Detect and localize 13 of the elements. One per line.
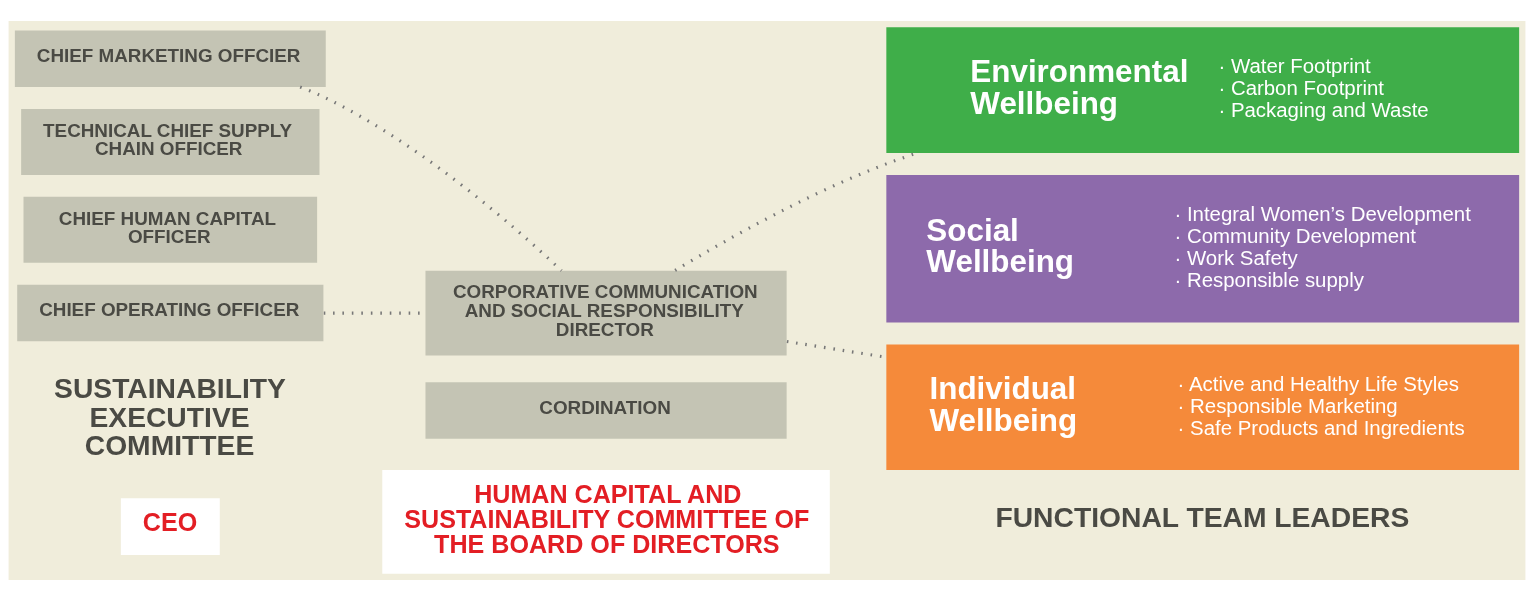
- node-box: HUMAN CAPITAL AND SUSTAINABILITY COMMITTEE OF THE BOARD OF DIRECTORS: [382, 470, 830, 574]
- label: FUNCTIONAL TEAM LEADERS: [995, 501, 1410, 534]
- connector: [299, 85, 563, 272]
- node-box: Social Wellbeing · Integral Women’s Development · Community Development · Work Safety · Responsible supply: [886, 174, 1520, 323]
- node-box: TECHNICAL CHIEF SUPPLY CHAIN OFFICER: [21, 108, 320, 175]
- node-box: Individual Wellbeing · Active and Healthy Life Styles · Responsible Marketing · Safe Products and Ingredients: [886, 344, 1520, 471]
- node-box: CORDINATION: [425, 382, 787, 439]
- node-box: CHIEF OPERATING OFFICER: [17, 284, 324, 342]
- node-box: CEO: [120, 498, 220, 555]
- label: SUSTAINABILITY EXECUTIVE COMMITTEE: [54, 372, 286, 462]
- node-box: CORPORATIVE COMMUNICATION AND SOCIAL RESPONSIBILITY DIRECTOR: [425, 270, 787, 356]
- node-box: CHIEF MARKETING OFFCIER: [14, 30, 326, 87]
- node-box: CHIEF HUMAN CAPITAL OFFICER: [23, 196, 318, 263]
